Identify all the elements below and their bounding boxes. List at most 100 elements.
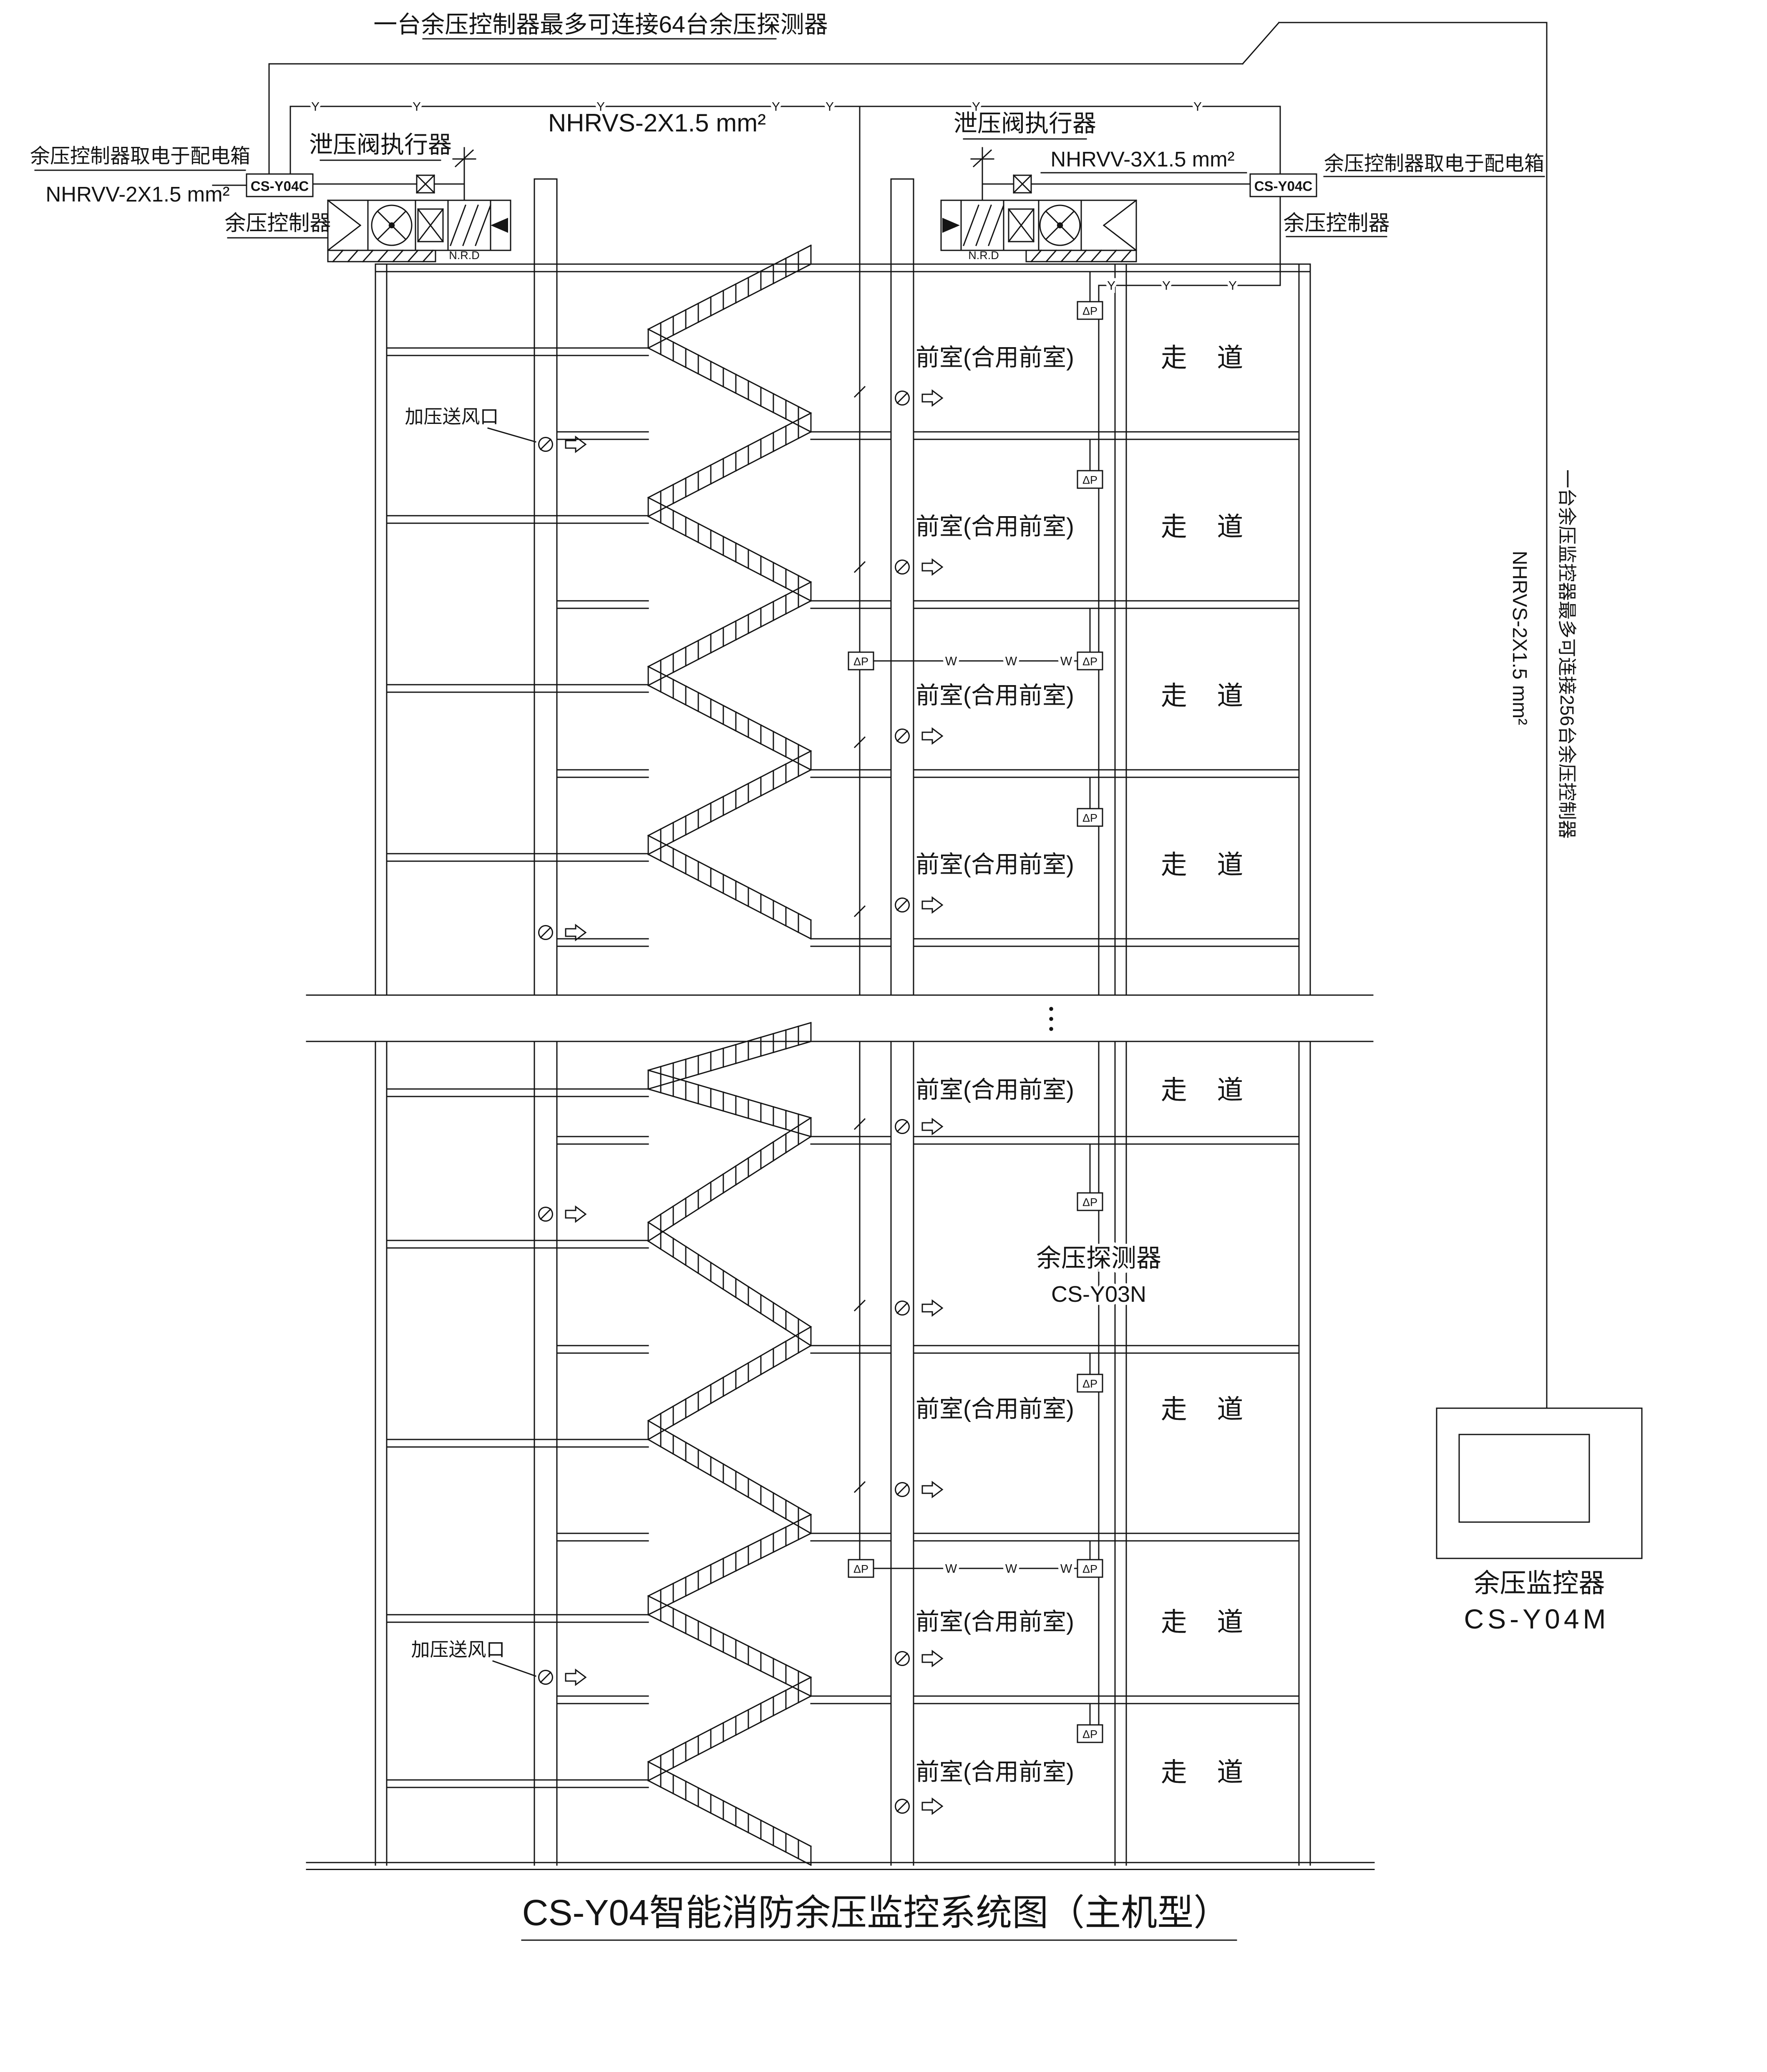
- dp-label: ΔP: [1082, 474, 1097, 486]
- monitor-outline: [1436, 1407, 1643, 1559]
- stair-rail: [647, 1022, 812, 1071]
- right-controller-box: CS-Y04C: [1249, 173, 1317, 197]
- w-mark: W: [1005, 655, 1017, 668]
- pressure-detector: ΔP: [1077, 808, 1103, 827]
- vent-label-upper: 加压送风口: [405, 406, 498, 427]
- front-room-label: 前室(合用前室): [916, 1608, 1074, 1635]
- controller-outline: [1249, 173, 1317, 197]
- walls: [375, 178, 1311, 1866]
- relief-valve-icon: [454, 149, 474, 168]
- stair-flight: [647, 1676, 812, 1782]
- vent-arrow: [921, 1299, 944, 1317]
- right-actuator-cable-label: NHRVV-3X1.5 mm²: [1050, 147, 1234, 171]
- stair-stringer: [647, 1695, 812, 1782]
- dp-box: [1077, 1192, 1103, 1211]
- left-controller-box: CS-Y04C: [246, 173, 314, 197]
- left-valve-actuator-label: 泄压阀执行器: [309, 131, 452, 158]
- right-controller-label: 余压控制器: [1283, 211, 1389, 235]
- corridor-label: 走 道: [1161, 1608, 1255, 1637]
- hatch: [332, 249, 344, 263]
- left-controller-label: 余压控制器: [224, 211, 331, 235]
- stair-rail: [647, 328, 812, 414]
- monitor-model: CS-Y04M: [1464, 1603, 1609, 1634]
- y-mark: Y: [413, 100, 421, 114]
- damper-slat: [462, 204, 479, 246]
- hatch: [1045, 249, 1057, 263]
- vent-arrow: [921, 389, 944, 407]
- pressure-detector: ΔP: [1077, 1559, 1103, 1578]
- wire: [487, 427, 536, 443]
- left-fan-unit: [327, 147, 511, 263]
- front-room-label: 前室(合用前室): [916, 513, 1074, 540]
- corridor-label: 走 道: [1161, 512, 1255, 542]
- vent-slash: [539, 926, 552, 939]
- vent-slash: [896, 1483, 909, 1496]
- stair-rail: [647, 1514, 812, 1597]
- stair-flight: [647, 834, 812, 940]
- hatch: [347, 249, 359, 263]
- top-annotation-note: 一台余压控制器最多可连接64台余压探测器: [373, 11, 828, 38]
- air-vent-icon: [895, 896, 944, 914]
- pressure-detector: ΔP: [1077, 470, 1103, 489]
- right-nrd-label: N.R.D: [968, 249, 999, 262]
- stair-stringer: [647, 347, 812, 433]
- right-bus-cable-label: NHRVS-2X1.5 mm²: [1508, 551, 1530, 725]
- stair-stringer: [647, 1780, 812, 1866]
- hatch: [422, 249, 434, 263]
- corridor-label: 走 道: [1161, 1395, 1255, 1424]
- left-controller-model: CS-Y04C: [251, 179, 309, 194]
- stair-rail: [647, 665, 812, 752]
- right-power-note: 余压控制器取电于配电箱: [1324, 153, 1544, 175]
- stair-rail: [647, 497, 812, 583]
- vent-slash: [539, 1208, 552, 1220]
- corridor-label: 走 道: [1161, 343, 1255, 373]
- stair-rail: [647, 1221, 812, 1328]
- stair-stringer: [647, 1088, 812, 1137]
- stair-flight: [647, 665, 812, 771]
- stair-rail: [647, 1326, 812, 1422]
- vent-arrow: [921, 896, 944, 914]
- dp-box: [1077, 808, 1103, 827]
- stair-stringer: [647, 684, 812, 771]
- stair-flight: [647, 412, 812, 517]
- break-dots: [1049, 1027, 1053, 1031]
- junction-cross: [415, 174, 435, 194]
- base-pad: [1025, 250, 1137, 262]
- fan-icon: [371, 204, 413, 246]
- dp-box: [1077, 1374, 1103, 1393]
- hatch: [1105, 249, 1118, 263]
- vent-arrow: [565, 1669, 587, 1686]
- pressure-detector: ΔP: [848, 651, 874, 671]
- diagram-title: CS-Y04智能消防余压监控系统图（主机型）: [522, 1893, 1230, 1933]
- pressure-detector: ΔP: [1077, 301, 1103, 320]
- air-vent-icon: [538, 1669, 587, 1686]
- vent-slash: [896, 1302, 909, 1314]
- wire: [1241, 21, 1280, 65]
- pressure-detector: ΔP: [1077, 651, 1103, 671]
- stair-flight: [647, 328, 812, 433]
- stair-flight: [647, 1595, 812, 1697]
- pressure-detector: ΔP: [848, 1559, 874, 1578]
- air-vent-icon: [895, 1299, 944, 1317]
- signal-tick: [853, 736, 866, 749]
- stair-flight: [647, 1514, 812, 1616]
- y-mark: Y: [1107, 279, 1115, 293]
- dp-label: ΔP: [853, 655, 868, 668]
- w-mark: W: [945, 655, 957, 668]
- front-room-label: 前室(合用前室): [916, 682, 1074, 709]
- vent-arrow: [565, 1205, 587, 1223]
- hatch: [1075, 249, 1087, 263]
- airflow-arrow: [942, 218, 960, 233]
- dp-box: [1077, 651, 1103, 671]
- left-power-cable-label: NHRVV-2X1.5 mm²: [45, 182, 229, 206]
- y-mark: Y: [1162, 279, 1170, 293]
- hatch: [392, 249, 404, 263]
- vent-arrow: [565, 436, 587, 454]
- motor-cross: [417, 208, 444, 243]
- vent-arrow: [921, 727, 944, 745]
- stair-stringer: [647, 600, 812, 686]
- stair-flight: [647, 1761, 812, 1866]
- dp-box: [1077, 1559, 1103, 1578]
- w-mark: W: [1060, 1562, 1072, 1576]
- vent-label-lower: 加压送风口: [411, 1639, 505, 1660]
